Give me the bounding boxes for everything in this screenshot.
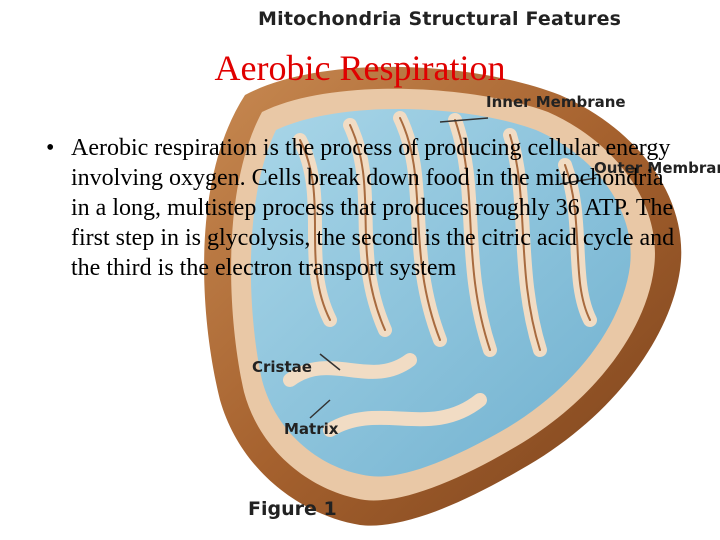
label-inner-membrane: Inner Membrane (486, 93, 626, 111)
figure-title: Mitochondria Structural Features (258, 8, 622, 30)
label-matrix: Matrix (284, 420, 339, 438)
label-cristae: Cristae (252, 358, 312, 376)
bullet-marker: • (46, 135, 55, 161)
bullet-item: • Aerobic respiration is the process of … (46, 133, 686, 283)
label-leader-lines (309, 117, 597, 419)
bullet-text: Aerobic respiration is the process of pr… (71, 135, 675, 281)
figure-caption: Figure 1 (248, 498, 337, 520)
matrix-shape (250, 108, 631, 477)
label-outer-membrane: Outer Membrane (594, 159, 720, 177)
slide-title: Aerobic Respiration (214, 48, 506, 88)
cristae-outlines (299, 117, 591, 351)
